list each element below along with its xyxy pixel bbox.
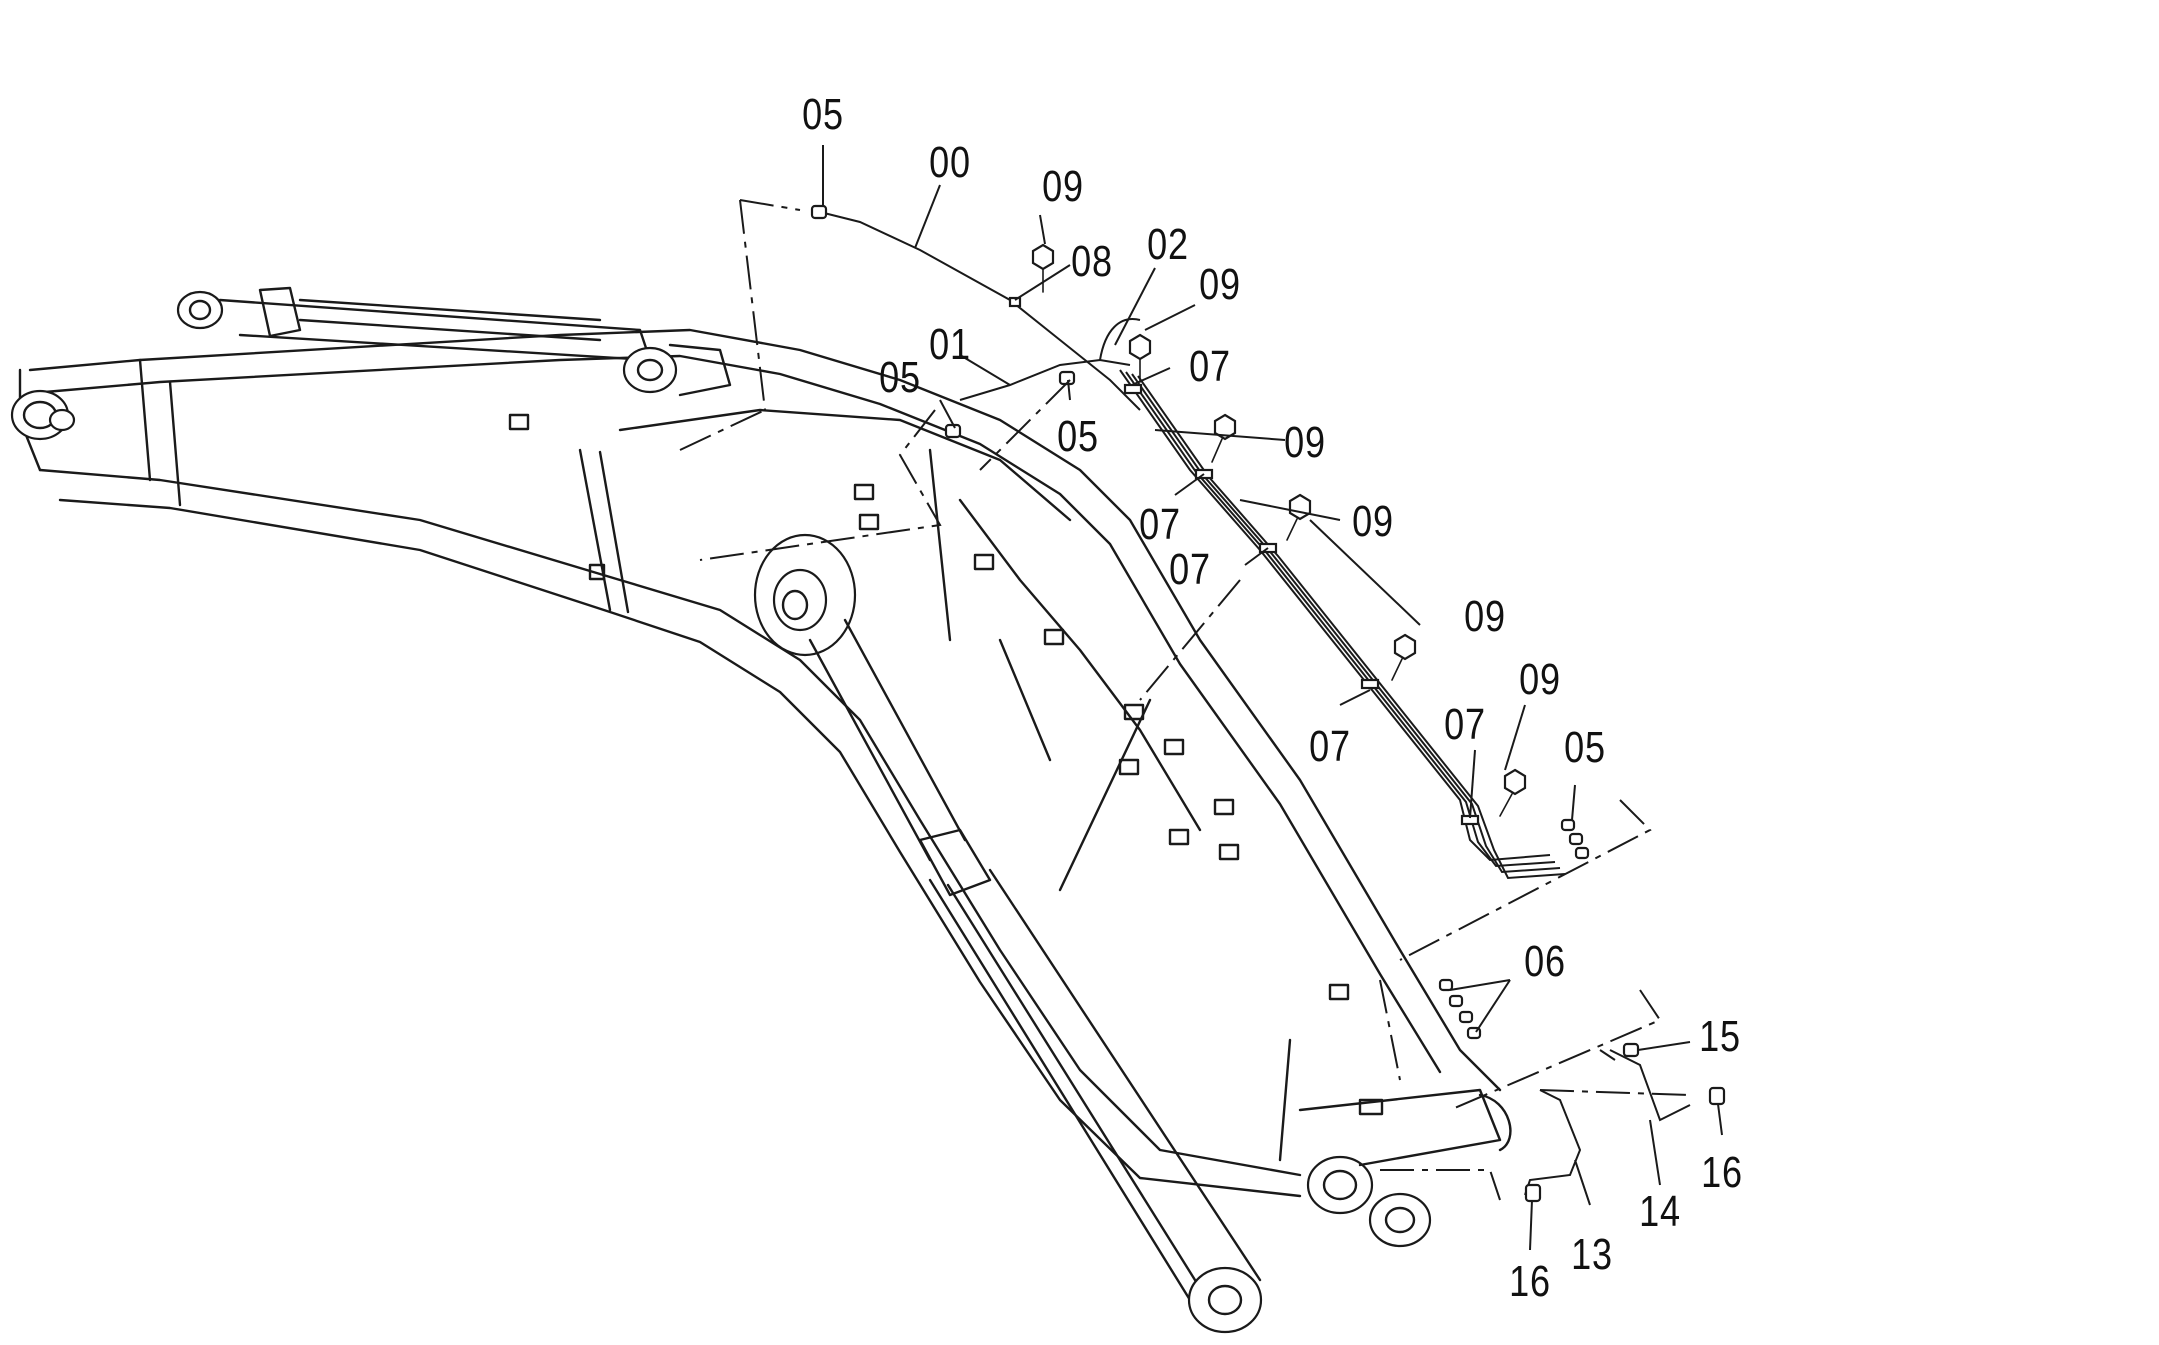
callout-07-c: 07 bbox=[1169, 545, 1211, 594]
callout-15: 15 bbox=[1699, 1012, 1741, 1061]
leader-lines bbox=[822, 145, 1723, 1251]
boom-cylinder bbox=[753, 533, 1263, 1334]
callout-16-bottom: 16 bbox=[1509, 1257, 1551, 1306]
bolts bbox=[1031, 243, 1527, 817]
phantom-lines bbox=[679, 199, 1691, 1201]
callout-07-b: 07 bbox=[1139, 500, 1181, 549]
callout-00: 00 bbox=[929, 138, 971, 187]
callout-08: 08 bbox=[1071, 237, 1113, 286]
callout-05-top: 05 bbox=[802, 90, 844, 139]
boom-foot-pin bbox=[10, 389, 76, 441]
boom-head bbox=[1298, 1088, 1512, 1248]
callout-05-right: 05 bbox=[1564, 723, 1606, 772]
callout-09-a: 09 bbox=[1042, 162, 1084, 211]
callout-09-f: 09 bbox=[1519, 655, 1561, 704]
callout-07-e: 07 bbox=[1444, 700, 1486, 749]
callout-07-d: 07 bbox=[1309, 722, 1351, 771]
boom-body bbox=[18, 328, 1502, 1198]
boom-brackets bbox=[508, 413, 1384, 1116]
callout-13: 13 bbox=[1571, 1230, 1613, 1279]
callout-09-d: 09 bbox=[1352, 497, 1394, 546]
callout-01: 01 bbox=[929, 320, 971, 369]
callout-09-c: 09 bbox=[1284, 418, 1326, 467]
callout-06: 06 bbox=[1524, 937, 1566, 986]
clamps bbox=[1008, 296, 1480, 826]
callout-05-mid: 05 bbox=[1057, 412, 1099, 461]
callout-14: 14 bbox=[1639, 1187, 1681, 1236]
fittings bbox=[810, 204, 1726, 1203]
callout-02: 02 bbox=[1147, 220, 1189, 269]
arm-cylinder bbox=[176, 286, 732, 397]
callout-05-left: 05 bbox=[879, 353, 921, 402]
callout-07-a: 07 bbox=[1189, 342, 1231, 391]
callout-09-b: 09 bbox=[1199, 260, 1241, 309]
callout-16-right: 16 bbox=[1701, 1148, 1743, 1197]
callout-09-e: 09 bbox=[1464, 592, 1506, 641]
